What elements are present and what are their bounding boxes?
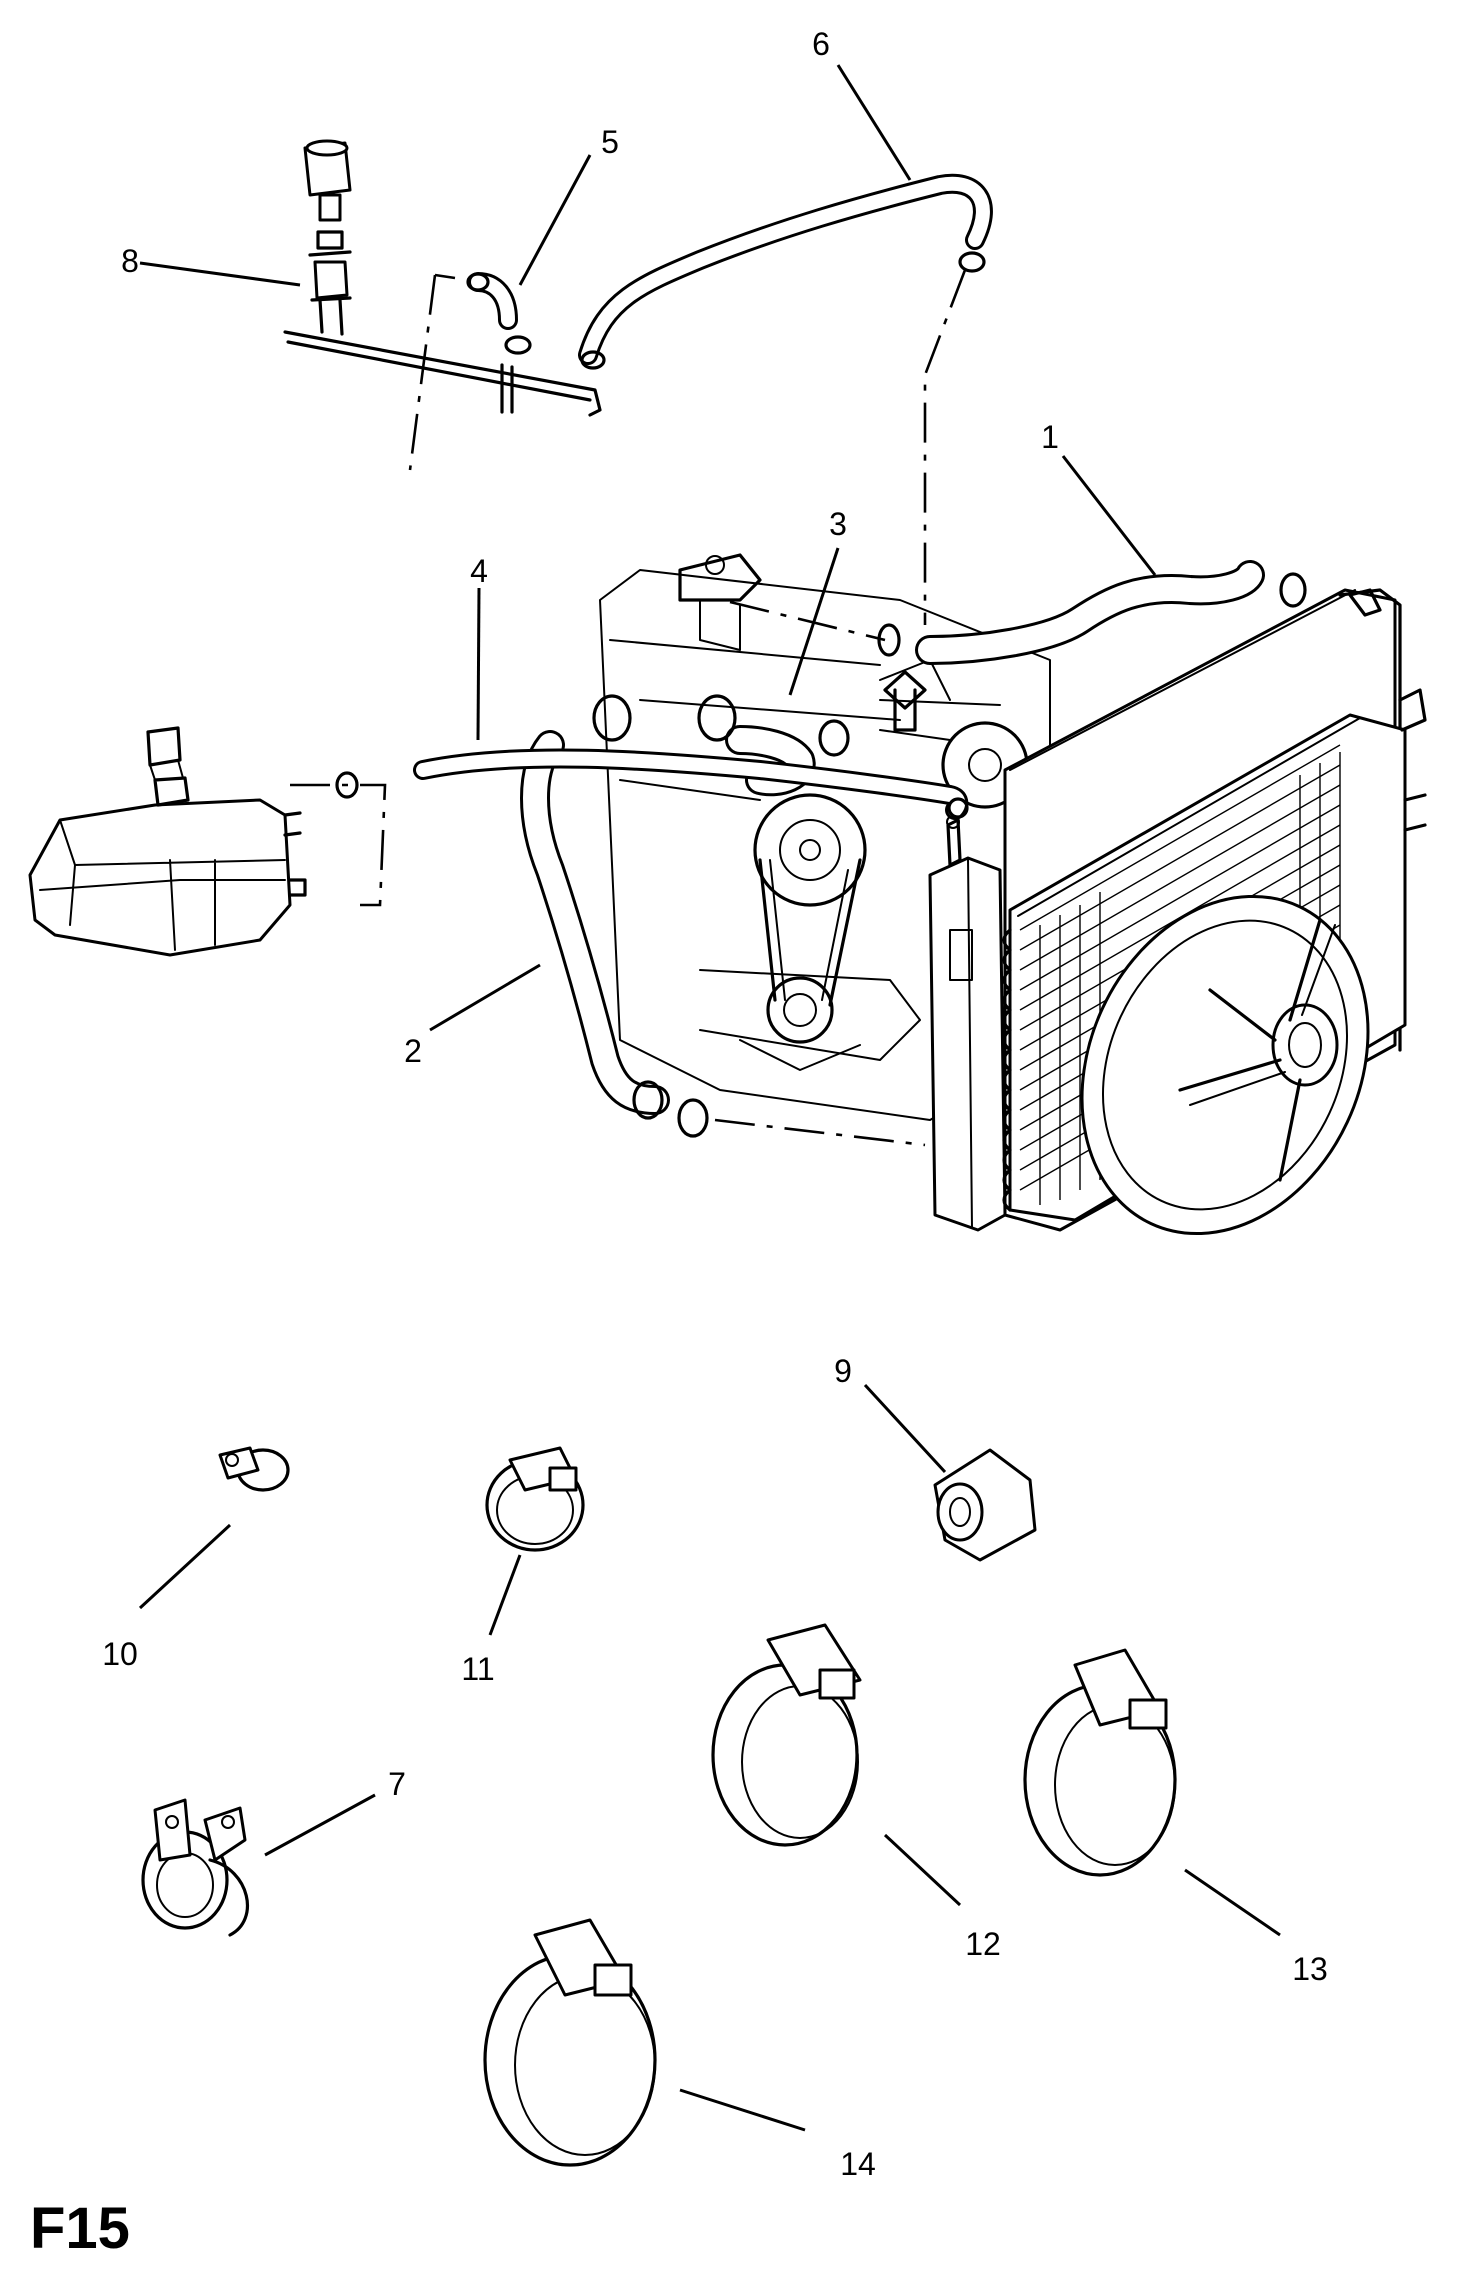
callout-14: 14: [840, 2146, 876, 2182]
callout-6: 6: [812, 26, 830, 62]
engine-block: [599, 553, 1051, 1121]
assembly-clamps: [335, 251, 1307, 1138]
assembly-centerlines: [290, 269, 967, 1147]
hose-clip: [141, 1798, 249, 1937]
callout-numbers: 1 2 3 4 5 6 7 8 9 10 11 12 13 14: [102, 26, 1328, 2182]
figure-label: F15: [30, 2196, 130, 2261]
small-hose-clamp: [218, 1446, 290, 1492]
expansion-tank: [28, 726, 307, 957]
callout-13: 13: [1292, 1951, 1328, 1987]
callout-11: 11: [461, 1651, 494, 1687]
callout-1: 1: [1041, 419, 1059, 455]
callout-4: 4: [470, 553, 488, 589]
callout-9: 9: [834, 1353, 852, 1389]
hose-clamp-13: [1023, 1648, 1177, 1877]
bleed-valve: [303, 139, 352, 336]
lower-radiator-hose: [520, 730, 670, 1115]
callout-10: 10: [102, 1636, 138, 1672]
hose-clamp-14: [483, 1918, 657, 2167]
bleed-pipe: [283, 330, 602, 417]
bleed-hose: [578, 173, 993, 365]
cooling-fan: [1080, 894, 1370, 1236]
leader-lines: [138, 64, 1281, 2132]
hose-clamp-11: [485, 1446, 585, 1552]
callout-7: 7: [388, 1766, 406, 1802]
expansion-tank-hose: [413, 748, 969, 820]
callout-5: 5: [601, 124, 619, 160]
hose-connector: [933, 1448, 1037, 1562]
upper-radiator-hose: [915, 560, 1265, 665]
callout-8: 8: [121, 243, 139, 279]
callout-3: 3: [829, 506, 847, 542]
callout-12: 12: [965, 1926, 1001, 1962]
callout-2: 2: [404, 1033, 422, 1069]
bleed-hose-elbow: [468, 272, 518, 330]
hose-clamp-12: [711, 1623, 862, 1847]
